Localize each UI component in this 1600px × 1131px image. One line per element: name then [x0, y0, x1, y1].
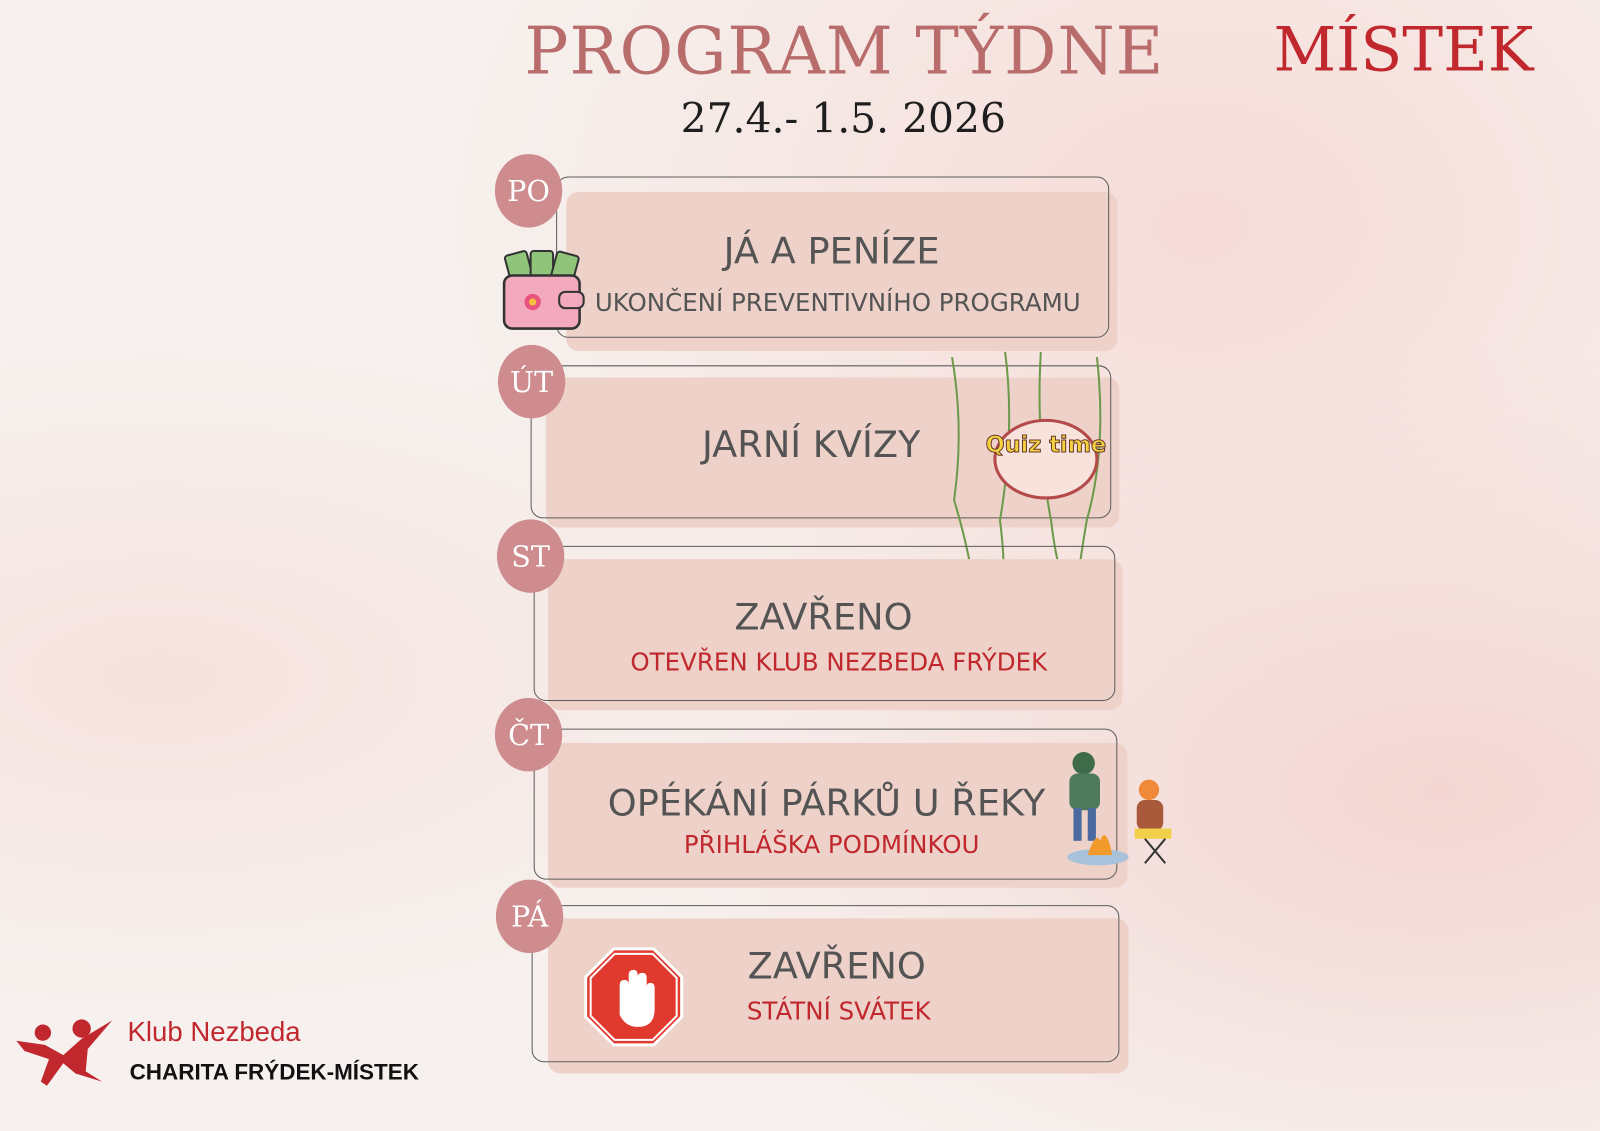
day-badge: ČT: [494, 697, 563, 772]
city-label: MÍSTEK: [1273, 14, 1534, 86]
event-subtitle: OTEVŘEN KLUB NEZBEDA FRÝDEK: [630, 647, 1048, 677]
club-name: Klub Nezbeda: [127, 1016, 301, 1047]
klub-nezbeda-logo-icon: [16, 1019, 113, 1086]
day-badge: ST: [496, 519, 565, 593]
card-fill: [547, 559, 1123, 711]
day-badge: PO: [494, 154, 563, 228]
stop-hand-icon: [584, 947, 684, 1047]
org-name: CHARITA FRÝDEK-MÍSTEK: [129, 1059, 419, 1085]
event-title: ZAVŘENO: [734, 596, 913, 639]
card-outline: [533, 728, 1118, 880]
event-title: JÁ A PENÍZE: [723, 230, 940, 273]
event-subtitle: PŘIHLÁŠKA PODMÍNKOU: [683, 830, 980, 860]
card-fill: [566, 191, 1118, 352]
event-subtitle: UKONČENÍ PREVENTIVNÍHO PROGRAMU: [594, 288, 1081, 318]
event-title: OPÉKÁNÍ PÁRKŮ U ŘEKY: [607, 782, 1046, 825]
quiz-time-sticker: Quiz time: [986, 432, 1107, 458]
card-fill: [547, 742, 1128, 888]
wallet-icon: [502, 249, 585, 330]
day-badge: PÁ: [495, 879, 564, 954]
date-range: 27.4.- 1.5. 2026: [680, 95, 1006, 143]
vines-decoration-icon: Quiz time: [951, 351, 1107, 594]
event-subtitle: STÁTNÍ SVÁTEK: [746, 996, 931, 1026]
card-outline: [533, 545, 1116, 702]
event-title: JARNÍ KVÍZY: [701, 424, 921, 467]
card-outline: [530, 365, 1112, 519]
poster-title: PROGRAM TÝDNE: [524, 14, 1165, 90]
campfire-people-icon: [1067, 752, 1172, 866]
event-title: ZAVŘENO: [747, 945, 926, 988]
day-badge: ÚT: [497, 344, 566, 419]
card-outline: [531, 905, 1120, 1063]
